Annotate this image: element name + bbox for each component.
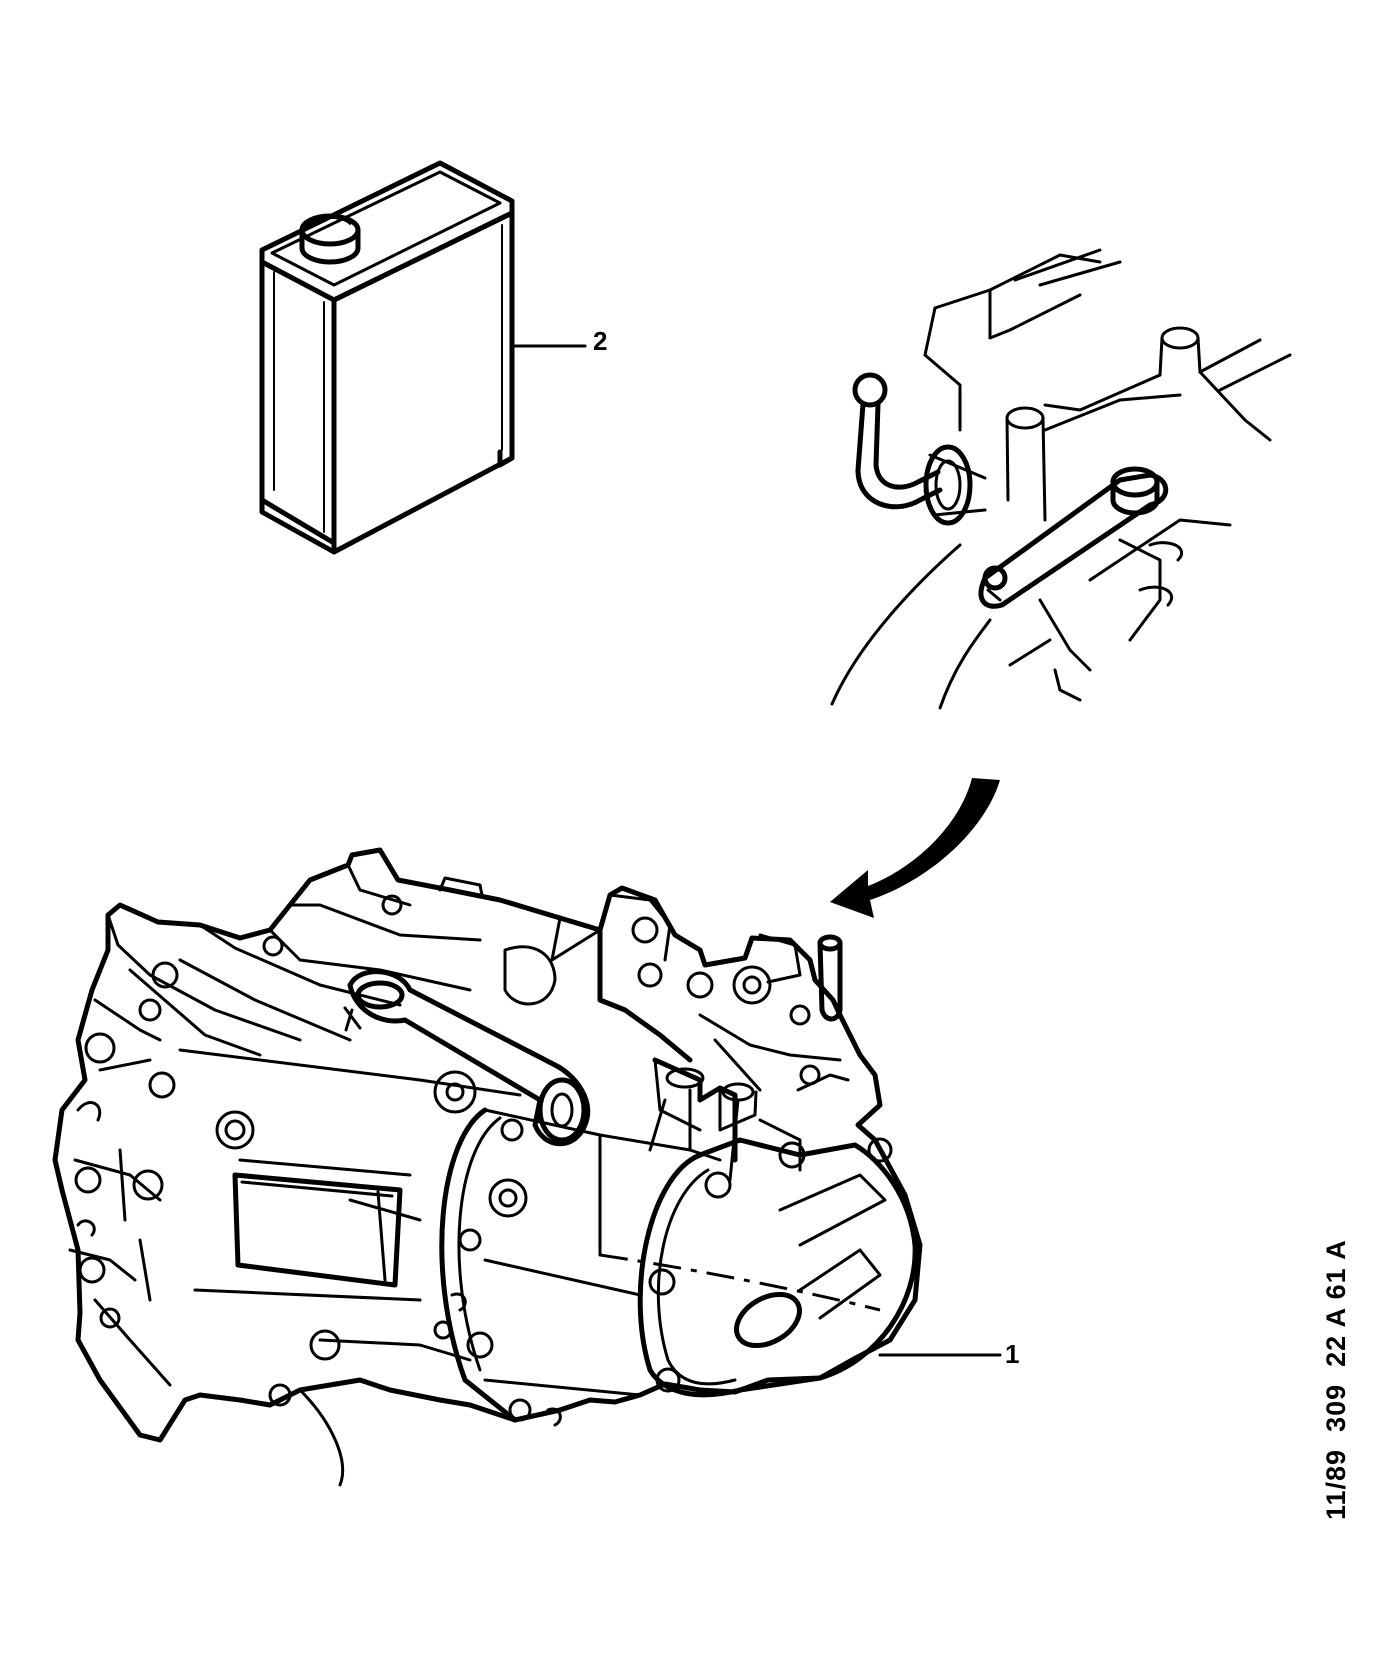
gearbox-assembly: 1 bbox=[52, 847, 1019, 1487]
oil-can: 2 bbox=[259, 160, 607, 555]
callout-1-label: 1 bbox=[1005, 1339, 1019, 1369]
reference-code: 11/89 309 22 A 61 A bbox=[1321, 1239, 1351, 1520]
detail-view-linkage bbox=[830, 248, 1292, 710]
callout-2-label: 2 bbox=[593, 326, 607, 356]
pointer-arrow bbox=[830, 778, 1000, 918]
